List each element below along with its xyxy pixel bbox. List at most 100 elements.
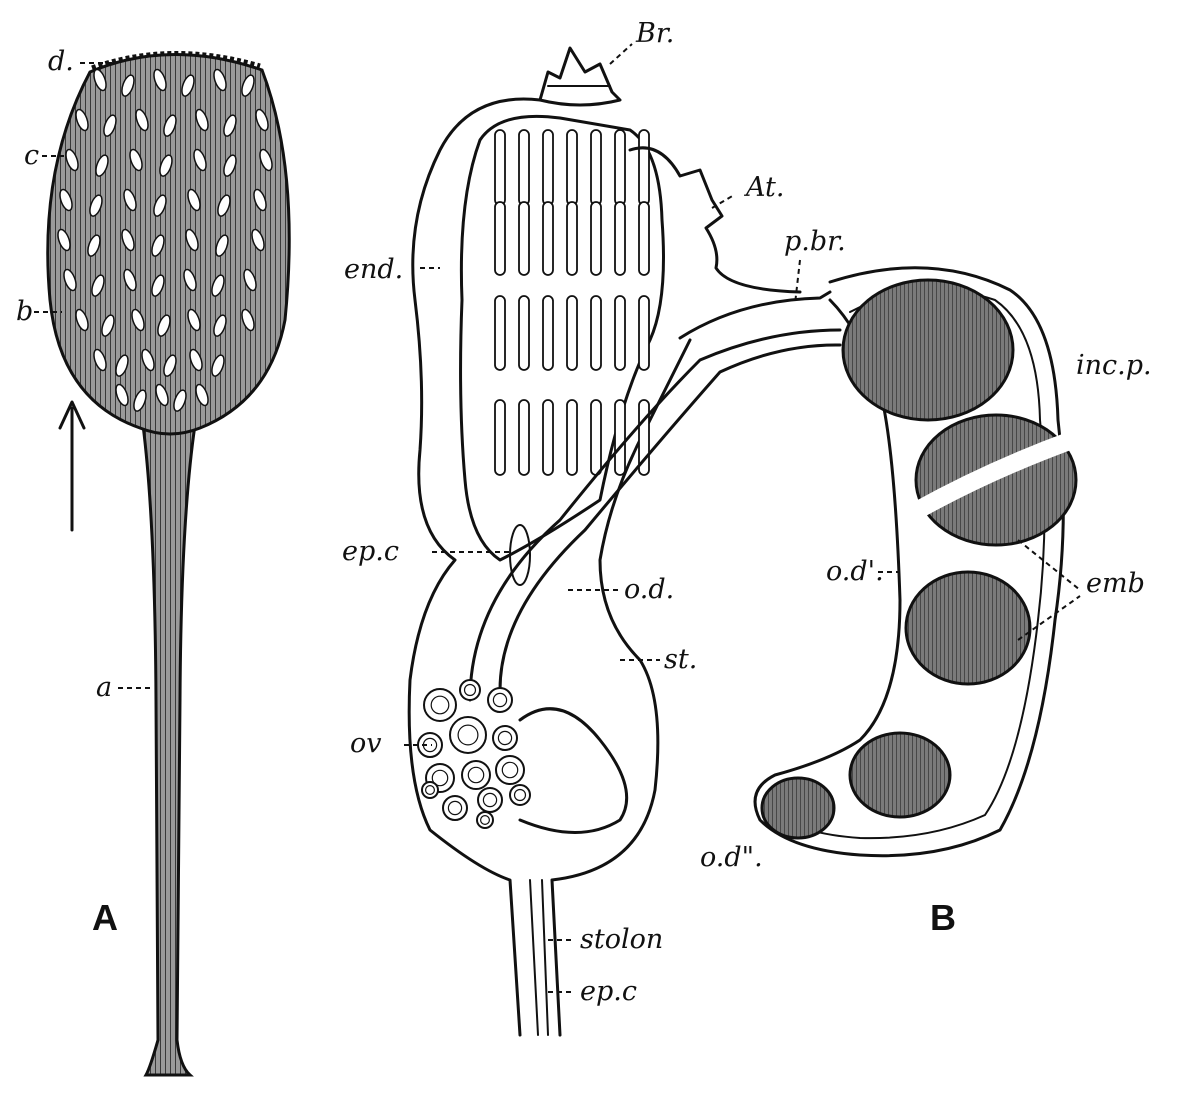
ovum-nucleus xyxy=(457,724,479,746)
stigma xyxy=(213,314,227,337)
stolon-line-1 xyxy=(529,879,539,1036)
label-stolon: stolon xyxy=(580,924,663,955)
panel-a-stigmata xyxy=(57,68,273,412)
ovum-nucleus xyxy=(467,766,485,784)
label-c: c xyxy=(24,140,39,171)
embryo-4 xyxy=(848,731,952,819)
stigma xyxy=(243,268,257,292)
stigma xyxy=(159,154,173,177)
stigma xyxy=(189,348,203,372)
stigma xyxy=(155,383,169,407)
label-pbr: p.br. xyxy=(784,226,846,257)
ovum xyxy=(495,755,525,785)
gill-slit xyxy=(542,399,554,476)
gill-slit xyxy=(518,295,530,371)
ovum xyxy=(476,811,494,829)
panel-b-branchial-siphon xyxy=(538,46,622,107)
gill-slit xyxy=(614,201,626,276)
gill-slit xyxy=(638,201,650,276)
panel-b-pouch-inner xyxy=(771,288,1046,840)
gill-slit xyxy=(566,295,578,371)
label-st: st. xyxy=(664,644,697,675)
stigma xyxy=(187,308,201,332)
stigma xyxy=(121,74,135,97)
ovum-nucleus xyxy=(430,695,450,715)
ovum xyxy=(421,781,439,799)
gill-slit xyxy=(542,201,554,276)
stigma xyxy=(93,68,107,92)
stigma xyxy=(187,188,201,212)
gill-slit xyxy=(542,295,554,371)
gill-slit xyxy=(638,129,650,206)
stigma xyxy=(185,228,199,252)
stigma xyxy=(131,308,145,332)
panel-b-peribranchial-duct xyxy=(678,290,832,340)
embryo-5 xyxy=(760,776,836,840)
ovum xyxy=(492,725,518,751)
stigma xyxy=(253,188,267,212)
leader-emb-2 xyxy=(1017,595,1081,641)
stigma xyxy=(211,354,225,377)
stigma xyxy=(89,194,103,217)
panel-b-drawing xyxy=(407,46,1078,1037)
stigma xyxy=(129,148,143,172)
ovum xyxy=(461,760,491,790)
ovum-nucleus xyxy=(480,814,491,825)
stigma xyxy=(183,268,197,292)
label-b: b xyxy=(16,296,33,327)
ovum-nucleus xyxy=(497,730,513,746)
panel-a-letter: A xyxy=(92,897,118,938)
gill-slit xyxy=(566,399,578,476)
panel-a-drawing xyxy=(34,51,291,1077)
label-emb: emb xyxy=(1086,568,1145,599)
stigma xyxy=(163,354,177,377)
ovum xyxy=(487,687,513,713)
stigma xyxy=(223,114,237,137)
embryo-3 xyxy=(904,570,1032,686)
leader-br xyxy=(609,43,633,65)
ovum-nucleus xyxy=(425,784,436,795)
panel-b-oviduct-inner xyxy=(498,343,842,692)
panel-a-head xyxy=(46,53,291,436)
stigma xyxy=(181,74,195,97)
stigma xyxy=(153,194,167,217)
label-ov: ov xyxy=(350,728,382,759)
stigma xyxy=(153,68,167,92)
stigma xyxy=(173,389,187,412)
stigma xyxy=(101,314,115,337)
panel-b-letter: B xyxy=(930,897,956,938)
label-epc2: ep.c xyxy=(580,976,637,1007)
ovum-nucleus xyxy=(431,769,449,787)
gill-slit xyxy=(542,129,554,206)
stigma xyxy=(75,108,89,132)
stigma xyxy=(195,383,209,407)
gill-slit xyxy=(566,201,578,276)
stigma xyxy=(163,114,177,137)
ovum-nucleus xyxy=(447,800,463,816)
stigma xyxy=(251,228,265,252)
gill-slit xyxy=(590,201,602,276)
stigma xyxy=(63,268,77,292)
label-incp: inc.p. xyxy=(1076,350,1152,381)
stigma xyxy=(133,389,147,412)
label-d: d. xyxy=(48,46,74,77)
gill-slit xyxy=(614,295,626,371)
stigma xyxy=(241,74,255,97)
label-at: At. xyxy=(743,172,784,203)
stigma xyxy=(241,308,255,332)
ovum xyxy=(423,688,457,722)
label-end: end. xyxy=(344,254,403,285)
stigma xyxy=(87,234,101,257)
stigma xyxy=(93,348,107,372)
stigma xyxy=(215,234,229,257)
ovum-nucleus xyxy=(501,761,519,779)
stigma xyxy=(103,114,117,137)
gill-slit xyxy=(518,129,530,206)
label-od2: o.d". xyxy=(700,842,763,873)
stigma xyxy=(57,228,71,252)
stolon-line-2 xyxy=(541,879,549,1036)
gill-slit xyxy=(638,295,650,371)
ovum xyxy=(477,787,503,813)
panel-b-atrial-siphon xyxy=(628,146,802,294)
stigma xyxy=(223,154,237,177)
